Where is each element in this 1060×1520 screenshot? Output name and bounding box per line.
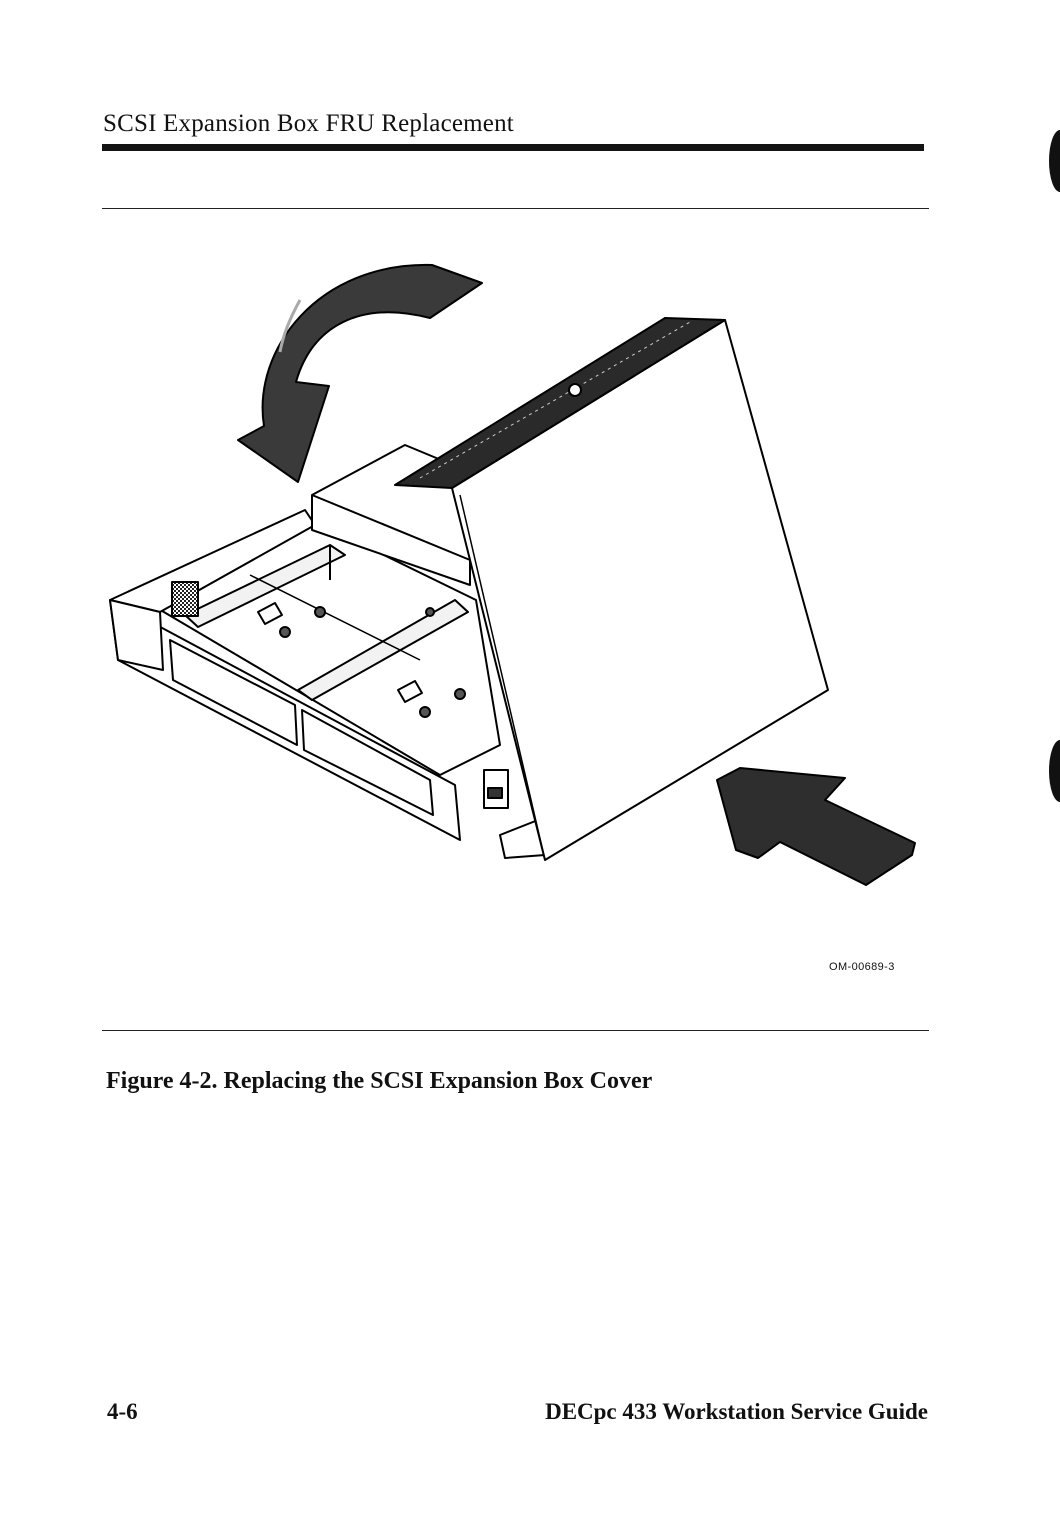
- figure-caption: Figure 4-2. Replacing the SCSI Expansion…: [106, 1068, 652, 1095]
- figure-top-rule: [102, 208, 929, 209]
- curved-arrow-icon: [238, 265, 482, 482]
- binding-edge-mark-top: [1049, 130, 1060, 192]
- page-number: 4-6: [107, 1399, 138, 1425]
- straight-arrow-icon: [717, 768, 915, 885]
- binding-edge-mark-bottom: [1049, 740, 1060, 802]
- guide-title: DECpc 433 Workstation Service Guide: [545, 1399, 928, 1425]
- expansion-box-cover-illustration: [100, 250, 940, 900]
- figure-bottom-rule: [102, 1030, 929, 1031]
- section-title-rule: [102, 144, 924, 151]
- drawing-code: OM-00689-3: [829, 961, 895, 973]
- section-title: SCSI Expansion Box FRU Replacement: [103, 110, 514, 138]
